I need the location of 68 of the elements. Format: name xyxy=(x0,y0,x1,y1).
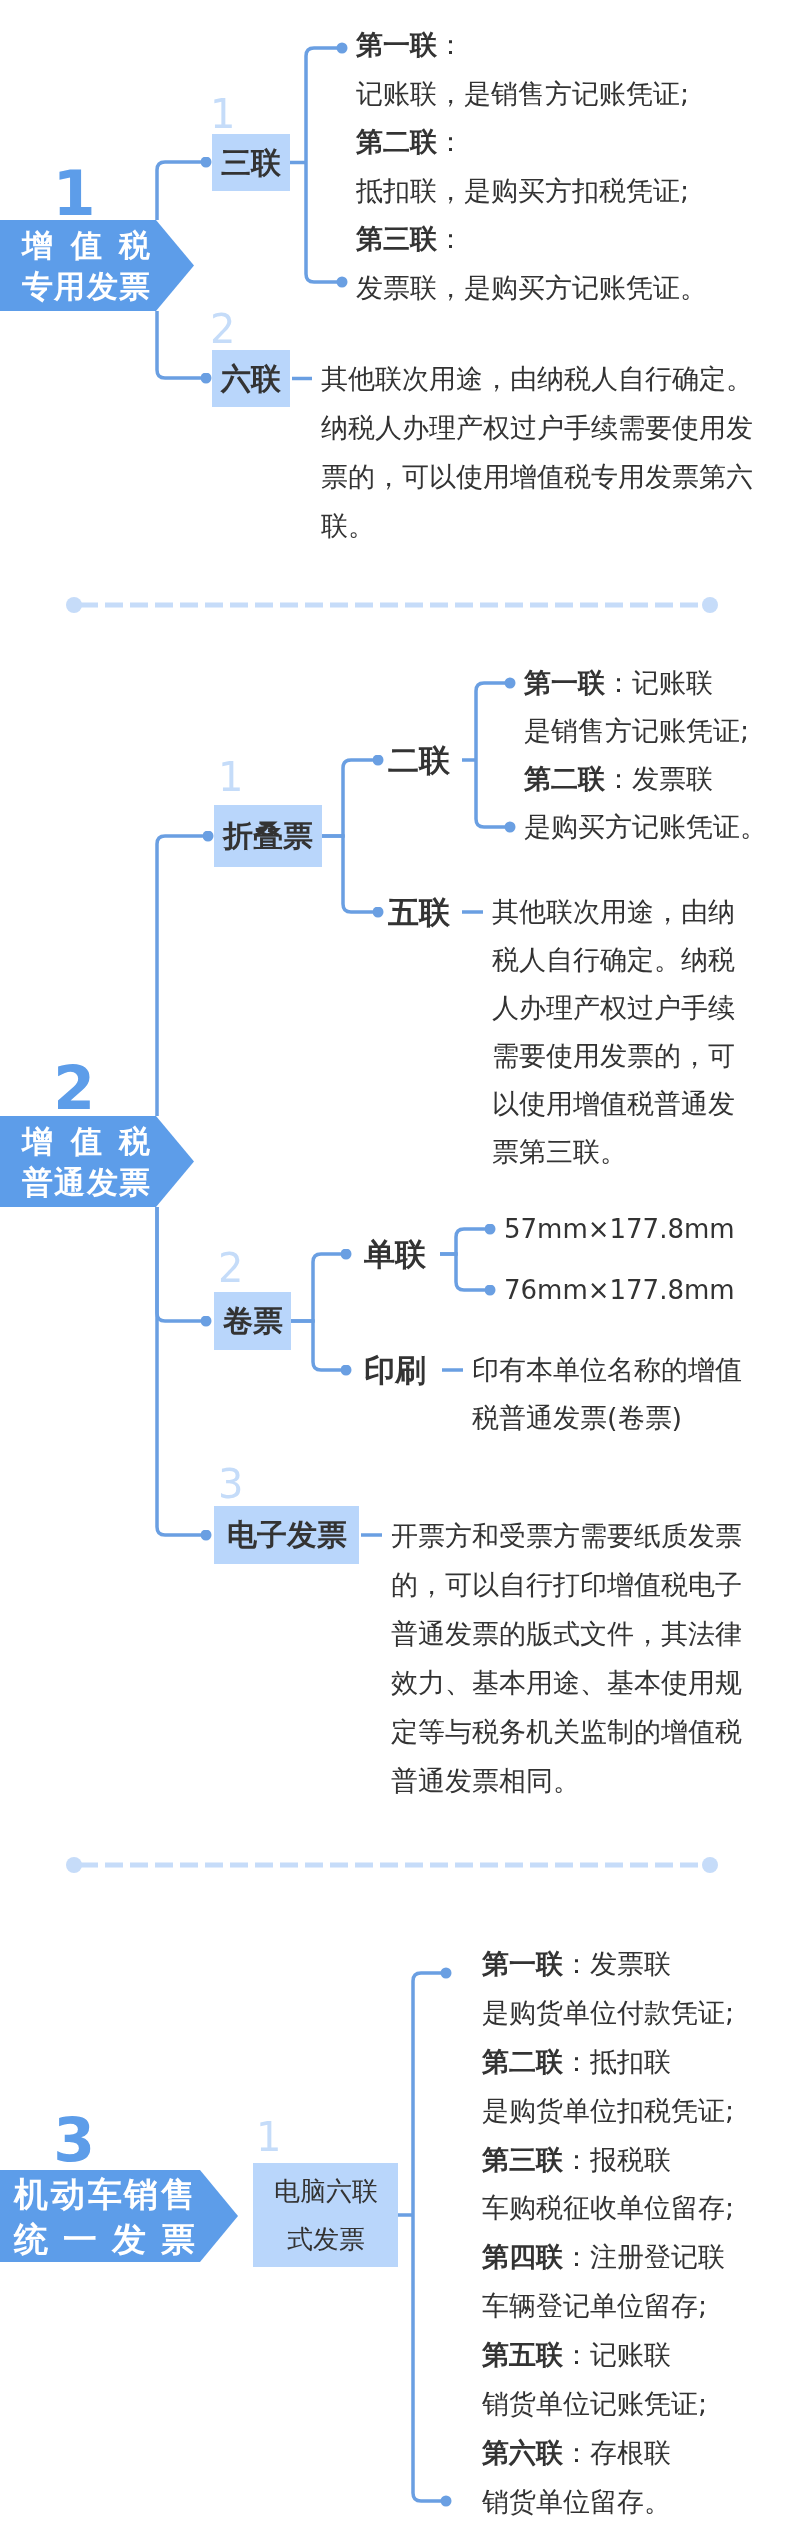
connector-line xyxy=(292,376,312,381)
banner-title: 统一发票 xyxy=(14,2218,195,2261)
item-number: 3 xyxy=(218,1464,244,1504)
item-text: 是购买方记账凭证。 xyxy=(524,810,768,844)
item-number: 2 xyxy=(210,309,236,349)
section-number: 1 xyxy=(52,163,97,225)
branch-label: 五联 xyxy=(388,892,454,932)
category-box: 六联 xyxy=(212,350,290,407)
item-text: 是销售方记账凭证; xyxy=(524,714,751,748)
item-text: 销货单位记账凭证; xyxy=(482,2387,709,2421)
item-text: 第六联：存根联 xyxy=(482,2435,672,2470)
connector-line xyxy=(462,910,483,914)
item-text: 第四联：注册登记联 xyxy=(482,2240,726,2275)
description-text: 印有本单位名称的增值税普通发票(卷票) xyxy=(472,1346,752,1442)
connector xyxy=(291,1319,352,1376)
banner-title: 增值税 xyxy=(22,226,150,265)
size-text: 76mm×177.8mm xyxy=(504,1270,744,1310)
item-text: 第一联：发票联 xyxy=(482,1947,672,1981)
banner-title: 增值税 xyxy=(22,1122,150,1161)
item-text: 第五联：记账联 xyxy=(482,2338,672,2373)
connector-line xyxy=(442,1368,463,1372)
item-text: 抵扣联，是购买方扣税凭证; xyxy=(356,173,691,208)
section-banner xyxy=(0,2170,238,2262)
connector xyxy=(155,830,214,1116)
section-number: 2 xyxy=(52,1058,96,1118)
banner-title: 普通发票 xyxy=(22,1163,150,1202)
bracket-connector xyxy=(460,677,516,833)
item-text: 车购税征收单位留存; xyxy=(482,2191,736,2226)
connector-line xyxy=(361,1533,382,1537)
category-box: 电子发票 xyxy=(214,1506,359,1564)
item-text: 第二联：发票联 xyxy=(524,762,714,796)
description-text: 其他联次用途，由纳税人自行确定。纳税人办理产权过户手续需要使用发票的，可以使用增值税普通发票第三联。 xyxy=(492,888,740,1176)
item-number: 1 xyxy=(210,94,236,134)
item-text: 第二联：抵扣联 xyxy=(482,2044,672,2079)
item-text: 第二联： xyxy=(356,125,465,159)
item-text: 记账联，是销售方记账凭证; xyxy=(356,76,691,111)
connector xyxy=(322,834,384,918)
item-text: 是购货单位扣税凭证; xyxy=(482,2093,736,2128)
item-text: 第一联：记账联 xyxy=(524,666,714,700)
item-text: 是购货单位付款凭证; xyxy=(482,1995,736,2030)
item-number: 2 xyxy=(218,1248,244,1288)
section-banner xyxy=(0,1116,194,1207)
banner-title: 机动车销售 xyxy=(14,2173,195,2216)
section-number: 3 xyxy=(52,2110,96,2170)
connector xyxy=(440,1252,496,1296)
branch-label: 印刷 xyxy=(364,1350,430,1390)
description-text: 其他联次用途，由纳税人自行确定。纳税人办理产权过户手续需要使用发票的，可以使用增值税专用发票第六联。 xyxy=(321,354,761,550)
category-box: 三联 xyxy=(212,134,290,191)
section-banner xyxy=(0,220,194,311)
item-number: 1 xyxy=(256,2117,282,2157)
category-box: 电脑六联式发票 xyxy=(253,2163,398,2267)
connector xyxy=(155,1207,212,1541)
category-box: 卷票 xyxy=(214,1292,291,1350)
size-text: 57mm×177.8mm xyxy=(504,1209,744,1249)
item-text: 车辆登记单位留存; xyxy=(482,2289,709,2324)
item-text: 第一联： xyxy=(356,28,465,62)
connector xyxy=(155,311,212,384)
item-number: 1 xyxy=(218,757,244,797)
description-text: 开票方和受票方需要纸质发票的，可以自行打印增值税电子普通发票的版式文件，其法律效力、基本用途、基本使用规定等与税务机关监制的增值税普通发票相同。 xyxy=(391,1511,751,1805)
banner-title: 专用发票 xyxy=(22,267,150,306)
category-box: 折叠票 xyxy=(214,805,322,867)
item-text: 第三联：报税联 xyxy=(482,2142,672,2177)
item-text: 发票联，是购买方记账凭证。 xyxy=(356,270,708,305)
item-text: 第三联： xyxy=(356,222,465,256)
item-text: 销货单位留存。 xyxy=(482,2484,672,2519)
branch-label: 二联 xyxy=(388,740,454,780)
connector xyxy=(155,156,212,220)
branch-label: 单联 xyxy=(364,1234,430,1274)
